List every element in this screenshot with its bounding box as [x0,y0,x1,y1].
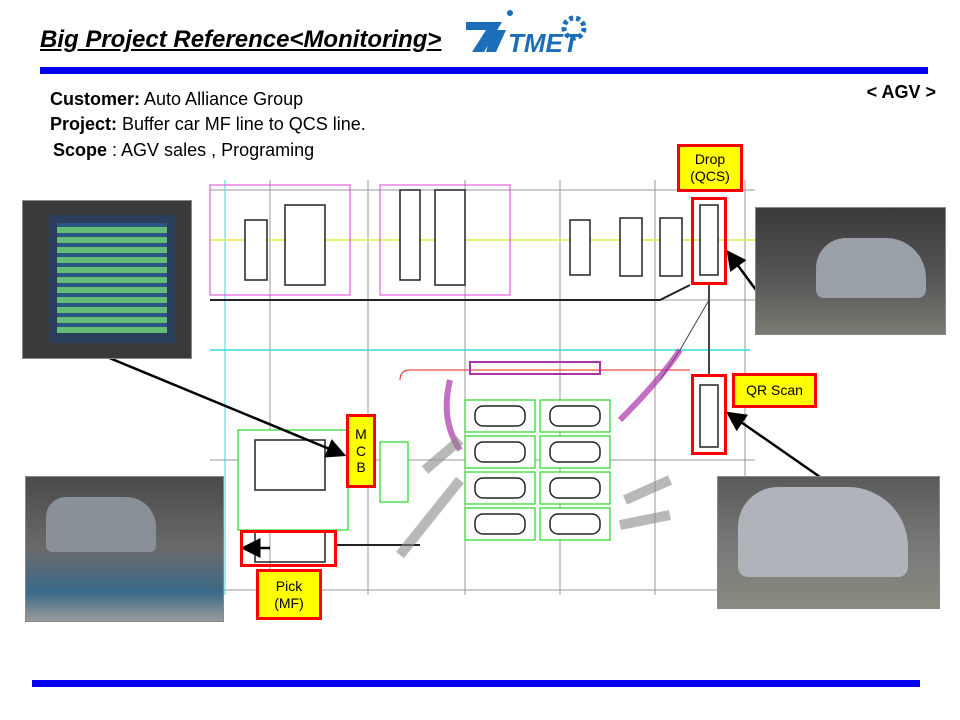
drop-qcs-callout: Drop (QCS) [677,144,743,192]
drop-agv-frame [691,197,727,285]
mcb-letter-m: M [355,425,367,442]
hmi-monitor-photo [22,200,192,359]
logo-text: TMET [508,28,581,58]
customer-value: Auto Alliance Group [140,89,304,109]
page-title: Big Project Reference<Monitoring> [40,26,442,53]
drop-qcs-label: (QCS) [690,168,730,184]
mcb-letter-c: C [355,442,367,459]
header-divider [40,67,928,74]
drop-label: Drop [694,151,726,168]
project-value: Buffer car MF line to QCS line. [117,114,366,134]
section-tag: < AGV > [866,82,936,102]
pick-label: Pick [275,577,303,594]
qr-scan-callout: QR Scan [732,373,817,408]
qr-agv-frame [691,374,727,455]
drop-station-photo [755,207,946,335]
pick-station-photo [25,476,224,622]
mcb-callout: M C B [346,414,376,488]
scope-line: Scope : AGV sales , Programing [53,140,314,161]
footer-divider [32,680,920,687]
customer-line: Customer: Auto Alliance Group [50,89,303,110]
project-label: Project: [50,114,118,134]
company-logo: TMET [462,8,592,58]
arrow-photo-to-drop [726,249,758,291]
pick-mf-label: (MF) [274,594,304,611]
qr-scan-label: QR Scan [746,382,803,399]
scope-value: : AGV sales , Programing [107,140,315,160]
qr-scan-photo [717,476,940,609]
pick-agv-frame [240,530,337,567]
arrow-monitor-to-mcb [106,355,347,458]
customer-label: Customer: [50,89,141,109]
pick-mf-callout: Pick (MF) [256,569,322,620]
arrow-photo-to-qr [725,411,821,479]
project-line: Project: Buffer car MF line to QCS line. [50,114,366,135]
mcb-letter-b: B [356,459,366,476]
scope-label: Scope [53,140,108,160]
